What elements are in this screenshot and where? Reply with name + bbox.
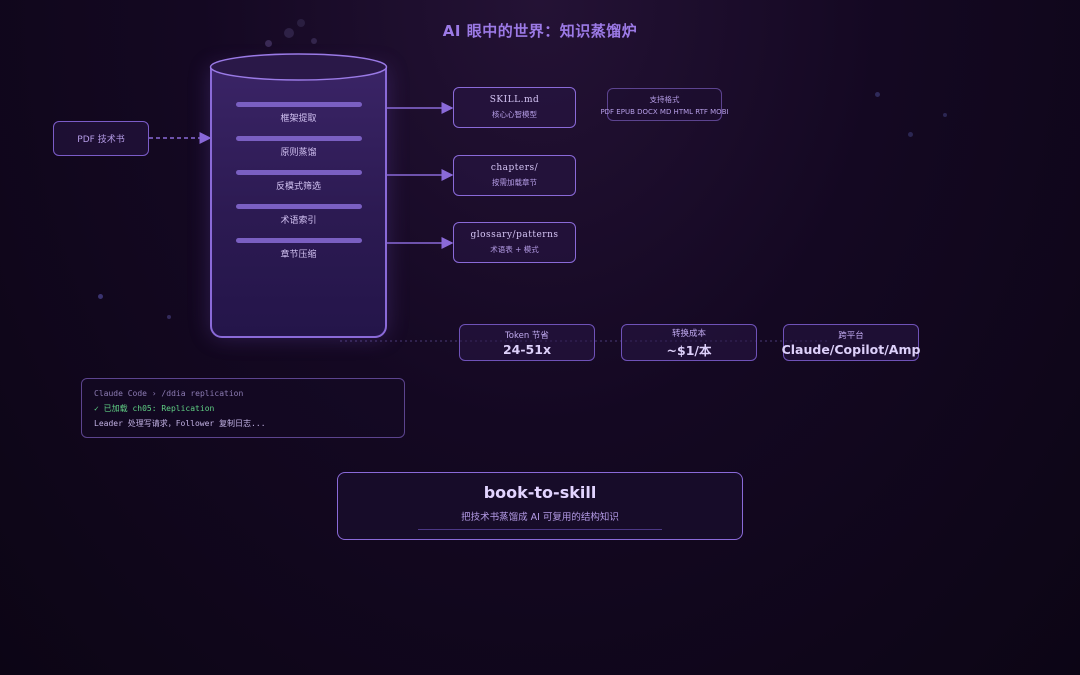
stat-value: ~$1/本 bbox=[666, 342, 712, 358]
particle-dot bbox=[908, 132, 913, 137]
source-pdf-box: PDF 技术书 bbox=[53, 121, 149, 156]
output-name: SKILL.md bbox=[489, 95, 540, 105]
stat-conversion-cost: 转换成本 ~$1/本 bbox=[621, 324, 757, 361]
page-title: AI 眼中的世界：知识蒸馏炉 bbox=[442, 22, 638, 40]
particle-dot bbox=[943, 113, 947, 117]
step-label: 原则蒸馏 bbox=[280, 148, 317, 158]
particle-dot bbox=[98, 294, 103, 299]
particle-dot bbox=[284, 28, 294, 38]
terminal-panel: Claude Code › /ddia replication ✓ 已加载 ch… bbox=[81, 378, 405, 438]
particle-dot bbox=[265, 40, 272, 47]
stat-label: 转换成本 bbox=[671, 328, 706, 339]
process-step: 术语索引 bbox=[212, 204, 385, 226]
brand-title: book-to-skill bbox=[483, 483, 597, 502]
step-label: 框架提取 bbox=[280, 114, 317, 124]
process-step: 框架提取 bbox=[212, 102, 385, 124]
process-step: 章节压缩 bbox=[212, 238, 385, 260]
output-name: glossary/patterns bbox=[470, 230, 559, 240]
step-bar bbox=[235, 204, 362, 209]
step-bar bbox=[235, 136, 362, 141]
brand-card: book-to-skill 把技术书蒸馏成 AI 可复用的结构知识 bbox=[337, 472, 743, 540]
step-label: 章节压缩 bbox=[280, 250, 317, 260]
distillation-cylinder: 框架提取 原则蒸馏 反模式筛选 术语索引 章节压缩 bbox=[210, 67, 387, 338]
formats-title: 支持格式 bbox=[649, 94, 680, 104]
step-label: 术语索引 bbox=[280, 216, 317, 226]
output-desc: 术语表 + 模式 bbox=[490, 245, 539, 254]
formats-list: PDF EPUB DOCX MD HTML RTF MOBI bbox=[600, 107, 729, 116]
step-bar bbox=[235, 102, 362, 107]
output-desc: 核心心智模型 bbox=[492, 110, 537, 119]
output-desc: 按需加载章节 bbox=[492, 178, 537, 187]
process-step: 原则蒸馏 bbox=[212, 136, 385, 158]
stat-value: 24-51x bbox=[502, 341, 552, 357]
particle-dot bbox=[875, 92, 880, 97]
step-label: 反模式筛选 bbox=[275, 182, 321, 192]
particle-dot bbox=[167, 315, 171, 319]
process-step: 反模式筛选 bbox=[212, 170, 385, 192]
cylinder-top-ellipse bbox=[209, 53, 388, 81]
terminal-command-line: Claude Code › /ddia replication bbox=[94, 389, 244, 398]
output-name: chapters/ bbox=[490, 163, 539, 173]
output-box-skill: SKILL.md 核心心智模型 bbox=[453, 87, 576, 128]
supported-formats-box: 支持格式 PDF EPUB DOCX MD HTML RTF MOBI bbox=[600, 88, 729, 121]
stat-label: Token 节省 bbox=[505, 330, 549, 341]
stat-value: Claude/Copilot/Amp bbox=[781, 341, 921, 357]
stat-label: 跨平台 bbox=[838, 330, 864, 341]
particle-dot bbox=[297, 19, 305, 27]
stat-cross-platform: 跨平台 Claude/Copilot/Amp bbox=[781, 324, 921, 361]
stat-token-savings: Token 节省 24-51x bbox=[459, 324, 595, 361]
brand-divider bbox=[418, 529, 662, 530]
step-bar bbox=[235, 170, 362, 175]
terminal-success-line: ✓ 已加载 ch05: Replication bbox=[94, 404, 215, 413]
output-box-chapters: chapters/ 按需加载章节 bbox=[453, 155, 576, 196]
terminal-output-line: Leader 处理写请求，Follower 复制日志... bbox=[94, 419, 266, 428]
source-label: PDF 技术书 bbox=[77, 135, 125, 145]
brand-subtitle: 把技术书蒸馏成 AI 可复用的结构知识 bbox=[461, 512, 619, 523]
output-box-glossary: glossary/patterns 术语表 + 模式 bbox=[453, 222, 576, 263]
particle-dot bbox=[311, 38, 317, 44]
step-bar bbox=[235, 238, 362, 243]
